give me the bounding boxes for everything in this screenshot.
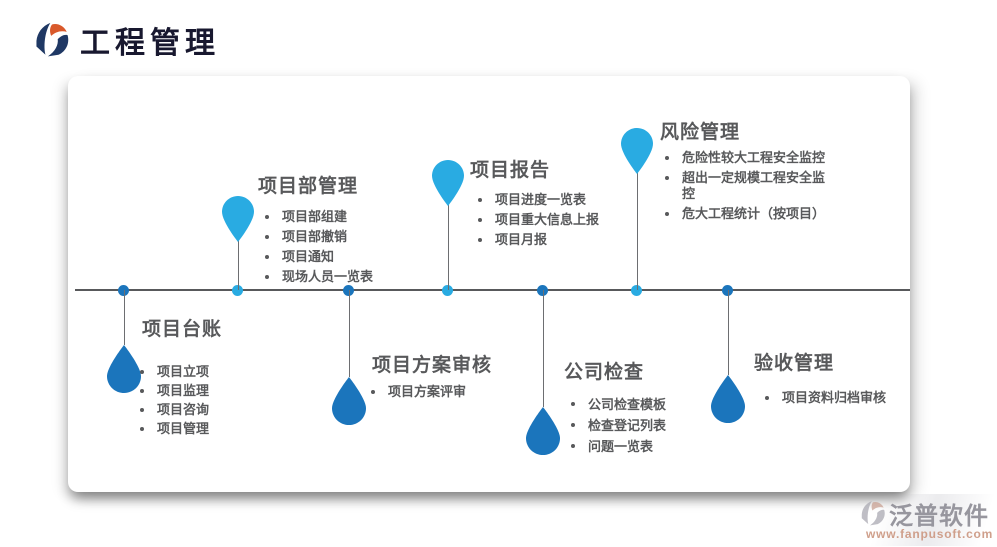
node-item-list-project-report: 项目进度一览表项目重大信息上报项目月报 — [471, 190, 691, 250]
timeline-dot-risk-management — [631, 285, 642, 296]
node-item-list-project-department: 项目部组建项目部撤销项目通知现场人员一览表 — [258, 207, 458, 287]
pin-marker-icon-risk-management — [621, 128, 653, 174]
pin-marker-icon-project-report — [432, 160, 464, 206]
node-item-list-project-ledger: 项目立项项目监理项目咨询项目管理 — [133, 362, 333, 438]
node-item: 项目重大信息上报 — [471, 210, 691, 230]
node-item: 项目进度一览表 — [471, 190, 691, 210]
node-item: 超出一定规模工程安全监控 — [658, 168, 834, 204]
connector-line-project-report — [448, 204, 449, 290]
node-item: 问题一览表 — [564, 436, 784, 457]
fanpu-logo-icon — [36, 22, 69, 57]
node-item: 项目方案评审 — [364, 382, 584, 402]
drop-marker-icon-project-plan-review — [332, 377, 366, 425]
node-item: 项目通知 — [258, 247, 458, 267]
timeline-dot-acceptance-management — [722, 285, 733, 296]
timeline-axis — [75, 289, 910, 291]
watermark-url: www.fanpusoft.com — [866, 527, 994, 541]
connector-line-risk-management — [637, 172, 638, 290]
watermark-brand: 泛普软件 — [889, 503, 989, 530]
connector-line-project-department — [238, 240, 239, 290]
timeline-diagram-card: 项目台账项目立项项目监理项目咨询项目管理 项目部管理项目部组建项目部撤销项目通知现… — [68, 76, 910, 492]
page-title: 工程管理 — [80, 27, 220, 60]
node-item: 现场人员一览表 — [258, 267, 458, 287]
connector-line-company-inspection — [543, 290, 544, 407]
node-item: 项目立项 — [133, 362, 333, 381]
watermark: 泛普软件 www.fanpusoft.com — [852, 494, 997, 546]
node-item: 危险性较大工程安全监控 — [658, 148, 834, 168]
node-item: 项目部组建 — [258, 207, 458, 227]
drop-marker-icon-acceptance-management — [711, 375, 745, 423]
timeline-dot-project-department — [232, 285, 243, 296]
node-item: 公司检查模板 — [564, 394, 784, 415]
timeline-dot-project-plan-review — [343, 285, 354, 296]
node-item: 项目监理 — [133, 381, 333, 400]
node-title-project-report: 项目报告 — [470, 160, 551, 181]
connector-line-project-plan-review — [349, 290, 350, 377]
node-item: 项目月报 — [471, 230, 691, 250]
connector-line-project-ledger — [124, 290, 125, 345]
node-item-list-project-plan-review: 项目方案评审 — [364, 382, 584, 402]
drop-marker-icon-project-ledger — [107, 345, 141, 393]
node-title-acceptance-management: 验收管理 — [754, 353, 835, 374]
pin-marker-icon-project-department — [222, 196, 254, 242]
node-item: 检查登记列表 — [564, 415, 784, 436]
fanpu-watermark-icon — [861, 501, 885, 526]
drop-marker-icon-company-inspection — [526, 407, 560, 455]
node-title-risk-management: 风险管理 — [660, 122, 741, 143]
node-item-list-acceptance-management: 项目资料归档审核 — [758, 388, 988, 408]
node-title-company-inspection: 公司检查 — [564, 362, 645, 383]
node-item: 项目资料归档审核 — [758, 388, 988, 408]
node-item-list-company-inspection: 公司检查模板检查登记列表问题一览表 — [564, 394, 784, 457]
connector-line-acceptance-management — [728, 290, 729, 375]
node-title-project-plan-review: 项目方案审核 — [372, 355, 493, 376]
node-item: 项目管理 — [133, 419, 333, 438]
node-item: 危大工程统计（按项目） — [658, 204, 834, 224]
node-title-project-ledger: 项目台账 — [142, 319, 223, 340]
node-title-project-department: 项目部管理 — [258, 176, 359, 197]
timeline-dot-project-report — [442, 285, 453, 296]
node-item: 项目咨询 — [133, 400, 333, 419]
node-item-list-risk-management: 危险性较大工程安全监控超出一定规模工程安全监控危大工程统计（按项目） — [658, 148, 834, 224]
timeline-dot-company-inspection — [537, 285, 548, 296]
node-item: 项目部撤销 — [258, 227, 458, 247]
timeline-dot-project-ledger — [118, 285, 129, 296]
